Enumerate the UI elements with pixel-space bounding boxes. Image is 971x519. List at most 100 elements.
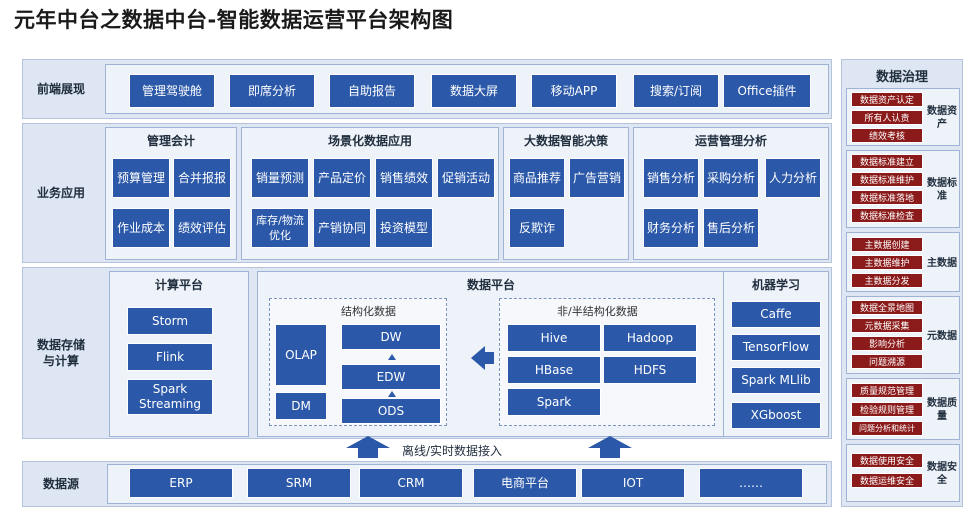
structured-data-title: 结构化数据 xyxy=(341,305,396,318)
business-item[interactable]: 绩效评估 xyxy=(173,208,231,248)
governance-item[interactable]: 问题分析和统计 xyxy=(851,421,923,436)
group-title: 大数据智能决策 xyxy=(523,134,608,148)
frontend-item[interactable]: 数据大屏 xyxy=(431,74,517,108)
governance-item[interactable]: 数据标准建立 xyxy=(851,154,923,169)
compute-title: 计算平台 xyxy=(154,278,203,292)
arrow-up-icon xyxy=(388,354,396,360)
frontend-row: 前端展现 管理驾驶舱 即席分析 自助报告 数据大屏 移动APP 搜索/订阅 Of… xyxy=(22,59,832,119)
structured-item-edw[interactable]: EDW xyxy=(341,364,441,390)
source-row: 数据源 ERP SRM CRM 电商平台 IOT …… xyxy=(22,461,832,507)
frontend-item[interactable]: 搜索/订阅 xyxy=(633,74,719,108)
structured-item-ods[interactable]: ODS xyxy=(341,398,441,424)
source-item[interactable]: SRM xyxy=(247,468,351,498)
row-label-storage-text: 数据存储与计算 xyxy=(36,338,85,368)
compute-item[interactable]: Spark Streaming xyxy=(127,379,213,415)
governance-item[interactable]: 所有人认责 xyxy=(851,110,923,125)
governance-group-name: 数据资产 xyxy=(927,106,957,130)
governance-group-name: 主数据 xyxy=(927,257,957,269)
ml-item[interactable]: XGboost xyxy=(731,402,821,429)
structured-item-olap[interactable]: OLAP xyxy=(275,324,327,386)
arrow-up-shaft xyxy=(358,448,378,458)
source-item[interactable]: 电商平台 xyxy=(473,468,577,498)
business-item[interactable]: 财务分析 xyxy=(643,208,699,248)
governance-item[interactable]: 数据全景地图 xyxy=(851,300,923,315)
data-governance-panel: 数据治理 数据资产认定 所有人认责 绩效考核 数据资产 数据标准建立 数据标准维… xyxy=(841,59,963,507)
governance-item[interactable]: 数据使用安全 xyxy=(851,453,923,468)
business-item[interactable]: 采购分析 xyxy=(703,158,759,198)
governance-item[interactable]: 主数据维护 xyxy=(851,255,923,270)
governance-item[interactable]: 主数据创建 xyxy=(851,237,923,252)
frontend-item[interactable]: 移动APP xyxy=(531,74,617,108)
source-item[interactable]: ERP xyxy=(129,468,233,498)
group-title: 管理会计 xyxy=(146,134,195,148)
arrow-up-icon xyxy=(588,436,632,448)
business-item[interactable]: 促销活动 xyxy=(437,158,495,198)
governance-item[interactable]: 问题溯源 xyxy=(851,354,923,369)
unstructured-item[interactable]: Spark xyxy=(507,388,601,416)
business-item[interactable]: 作业成本 xyxy=(112,208,170,248)
unstructured-item[interactable]: HDFS xyxy=(603,356,697,384)
governance-item[interactable]: 检验规则管理 xyxy=(851,402,923,417)
ml-item[interactable]: TensorFlow xyxy=(731,334,821,361)
governance-group-asset: 数据资产认定 所有人认责 绩效考核 数据资产 xyxy=(846,88,960,146)
governance-item[interactable]: 数据标准落地 xyxy=(851,190,923,205)
business-item[interactable]: 销售分析 xyxy=(643,158,699,198)
arrow-up-icon xyxy=(388,391,396,397)
compute-item[interactable]: Flink xyxy=(127,343,213,371)
compute-item[interactable]: Storm xyxy=(127,307,213,335)
business-item[interactable]: 预算管理 xyxy=(112,158,170,198)
frontend-item[interactable]: 自助报告 xyxy=(329,74,415,108)
frontend-item[interactable]: 即席分析 xyxy=(229,74,315,108)
business-item[interactable]: 销售绩效 xyxy=(375,158,433,198)
governance-group-metadata: 数据全景地图 元数据采集 影响分析 问题溯源 元数据 xyxy=(846,296,960,374)
business-item[interactable]: 广告营销 xyxy=(569,158,625,198)
business-item[interactable]: 销量预测 xyxy=(251,158,309,198)
business-item[interactable]: 售后分析 xyxy=(703,208,759,248)
governance-item[interactable]: 数据标准检查 xyxy=(851,208,923,223)
ingest-label: 离线/实时数据接入 xyxy=(402,444,503,458)
unstructured-item[interactable]: Hive xyxy=(507,324,601,352)
unstructured-item[interactable]: HBase xyxy=(507,356,601,384)
ml-title: 机器学习 xyxy=(751,278,800,292)
business-item[interactable]: 反欺诈 xyxy=(509,208,565,248)
governance-item[interactable]: 绩效考核 xyxy=(851,128,923,143)
governance-group-name: 元数据 xyxy=(927,330,957,342)
source-item[interactable]: IOT xyxy=(581,468,685,498)
business-item[interactable]: 商品推荐 xyxy=(509,158,565,198)
unstructured-item[interactable]: Hadoop xyxy=(603,324,697,352)
structured-item-dm[interactable]: DM xyxy=(275,392,327,420)
ml-item[interactable]: Caffe xyxy=(731,301,821,328)
source-item[interactable]: CRM xyxy=(359,468,463,498)
business-item[interactable]: 合并报报 xyxy=(173,158,231,198)
governance-group-security: 数据使用安全 数据运维安全 数据安全 xyxy=(846,444,960,502)
frontend-item[interactable]: 管理驾驶舱 xyxy=(129,74,215,108)
business-item[interactable]: 库存/物流优化 xyxy=(251,208,309,248)
arrow-left-shaft xyxy=(484,352,494,364)
governance-item[interactable]: 数据运维安全 xyxy=(851,473,923,488)
governance-item[interactable]: 主数据分发 xyxy=(851,273,923,288)
governance-item[interactable]: 影响分析 xyxy=(851,336,923,351)
structured-item-dw[interactable]: DW xyxy=(341,324,441,350)
source-item[interactable]: …… xyxy=(699,468,803,498)
governance-item[interactable]: 数据标准维护 xyxy=(851,172,923,187)
group-title: 场景化数据应用 xyxy=(327,134,412,148)
storage-row: 数据存储与计算 计算平台 Storm Flink Spark Streaming… xyxy=(22,267,832,439)
business-item[interactable]: 产品定价 xyxy=(313,158,371,198)
arrow-left-icon xyxy=(471,346,485,370)
ml-item[interactable]: Spark MLlib xyxy=(731,367,821,394)
page-title: 元年中台之数据中台-智能数据运营平台架构图 xyxy=(14,8,454,32)
row-label-source: 数据源 xyxy=(42,477,79,491)
row-label-frontend: 前端展现 xyxy=(36,82,85,96)
business-item[interactable]: 人力分析 xyxy=(765,158,821,198)
business-item[interactable]: 投资模型 xyxy=(375,208,433,248)
group-title: 运营管理分析 xyxy=(694,134,767,148)
governance-group-master: 主数据创建 主数据维护 主数据分发 主数据 xyxy=(846,232,960,292)
row-label-business: 业务应用 xyxy=(36,186,85,200)
governance-group-name: 数据标准 xyxy=(927,178,957,202)
governance-item[interactable]: 质量规范管理 xyxy=(851,383,923,398)
frontend-item[interactable]: Office插件 xyxy=(723,74,811,108)
governance-item[interactable]: 数据资产认定 xyxy=(851,92,923,107)
governance-group-standard: 数据标准建立 数据标准维护 数据标准落地 数据标准检查 数据标准 xyxy=(846,150,960,228)
business-item[interactable]: 产销协同 xyxy=(313,208,371,248)
governance-item[interactable]: 元数据采集 xyxy=(851,318,923,333)
